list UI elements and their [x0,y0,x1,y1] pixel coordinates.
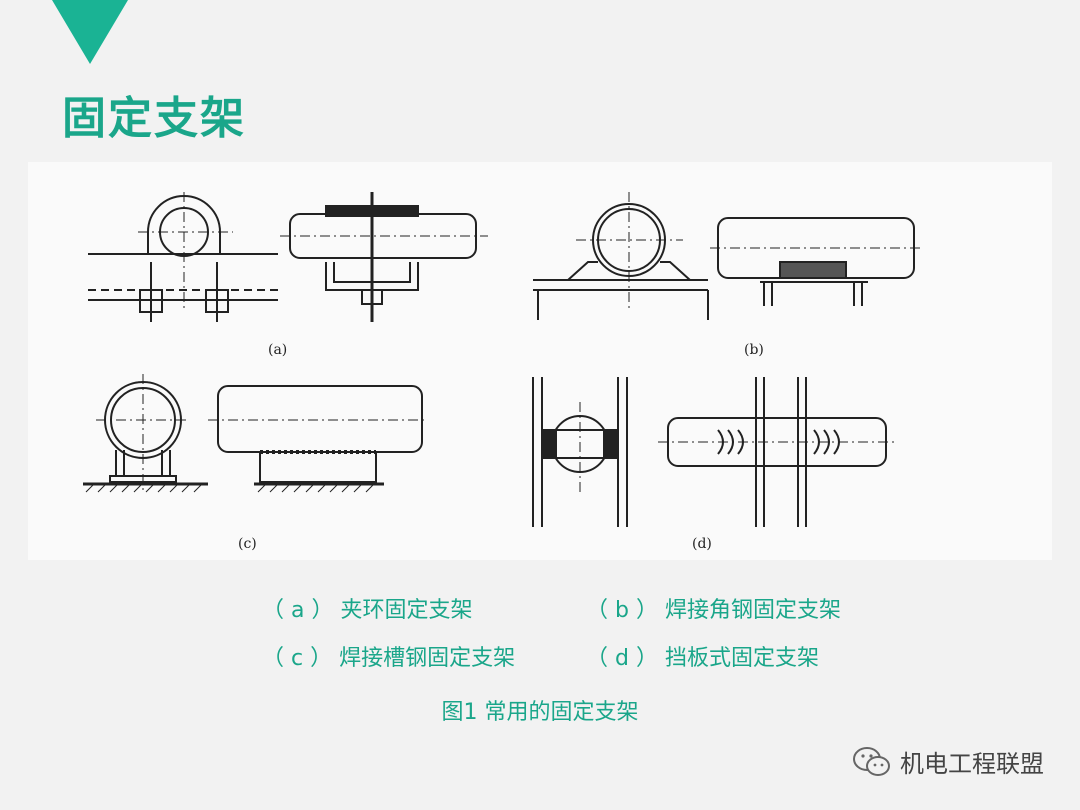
legend-text-b: 焊接角钢固定支架 [664,598,841,623]
page-title: 固定支架 [62,93,246,144]
drawing-d: (d) [532,377,898,552]
figure-caption: 图1 常用的固定支架 [441,700,639,725]
legend-text-a: 夹环固定支架 [340,598,473,623]
corner-triangle-decoration [52,0,128,64]
account-watermark: 机电工程联盟 [852,744,1044,779]
legend-item-b: （ b ） 焊接角钢固定支架 [586,592,841,624]
label-a: (a) [268,342,287,358]
label-d: (d) [692,536,712,552]
legend-key-c: （ c ） [262,646,333,671]
wechat-icon [853,746,890,776]
watermark-text: 机电工程联盟 [900,750,1044,778]
label-c: (c) [238,536,257,552]
legend-item-d: （ d ） 挡板式固定支架 [586,640,819,672]
legend-text-c: 焊接槽钢固定支架 [339,646,516,671]
legend-key-d: （ d ） [586,646,658,671]
legend-text-d: 挡板式固定支架 [664,646,819,671]
legend-item-c: （ c ） 焊接槽钢固定支架 [262,640,515,672]
drawing-b: (b) [533,192,923,358]
legend-item-a: （ a ） 夹环固定支架 [262,592,472,624]
drawing-a: (a) [88,192,488,358]
legend-key-b: （ b ） [586,598,658,623]
support-drawings-figure: (a) (b) [28,162,1052,560]
label-b: (b) [744,342,764,358]
drawing-c: (c) [83,374,428,552]
legend-key-a: （ a ） [262,598,334,623]
